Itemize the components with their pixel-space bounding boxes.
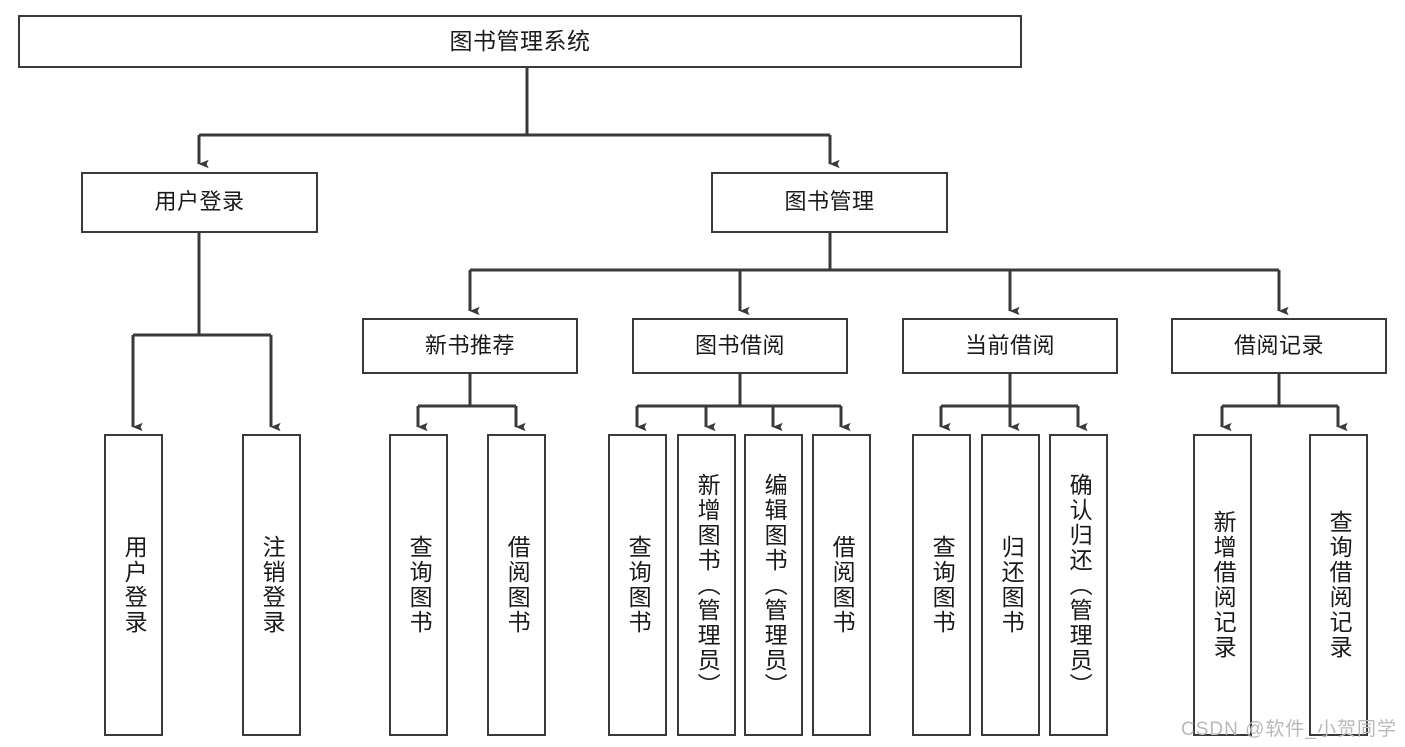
node-label: 借阅记录	[1233, 332, 1324, 358]
node-label: 借阅图书	[829, 535, 856, 635]
leaf-recommend-query-book[interactable]: 查询图书	[389, 434, 448, 736]
node-label: 新增借阅记录	[1210, 510, 1237, 660]
leaf-records-query-record[interactable]: 查询借阅记录	[1309, 434, 1368, 736]
node-user-login[interactable]: 用户登录	[81, 172, 318, 233]
node-label: 注销登录	[259, 535, 286, 635]
leaf-records-add-record[interactable]: 新增借阅记录	[1193, 434, 1252, 736]
node-label: 新增图书（管理员）	[694, 472, 721, 698]
node-current-borrow[interactable]: 当前借阅	[902, 318, 1118, 374]
leaf-current-query-book[interactable]: 查询图书	[912, 434, 971, 736]
node-label: 新书推荐	[424, 332, 515, 358]
node-new-book-recommend[interactable]: 新书推荐	[362, 318, 578, 374]
node-label: 查询图书	[625, 535, 652, 635]
node-label: 查询借阅记录	[1326, 510, 1353, 660]
node-label: 用户登录	[154, 189, 245, 215]
leaf-borrow-query-book[interactable]: 查询图书	[608, 434, 667, 736]
node-label: 图书管理	[784, 189, 875, 215]
node-book-borrow[interactable]: 图书借阅	[632, 318, 848, 374]
node-label: 查询图书	[929, 535, 956, 635]
leaf-current-return-book[interactable]: 归还图书	[981, 434, 1040, 736]
leaf-user-login-signout[interactable]: 注销登录	[242, 434, 301, 736]
watermark: CSDN @软件_小贺同学	[1181, 719, 1397, 740]
node-root-system[interactable]: 图书管理系统	[18, 15, 1022, 68]
node-label: 当前借阅	[964, 332, 1055, 358]
leaf-user-login-signin[interactable]: 用户登录	[104, 434, 163, 736]
node-label: 借阅图书	[504, 535, 531, 635]
node-label: 归还图书	[998, 535, 1025, 635]
leaf-borrow-borrow-book[interactable]: 借阅图书	[812, 434, 871, 736]
node-label: 图书管理系统	[449, 27, 591, 54]
node-label: 编辑图书（管理员）	[761, 472, 788, 698]
node-borrow-records[interactable]: 借阅记录	[1171, 318, 1387, 374]
node-label: 用户登录	[121, 535, 148, 635]
node-book-management[interactable]: 图书管理	[711, 172, 948, 233]
node-label: 确认归还（管理员）	[1066, 472, 1093, 698]
leaf-borrow-add-book-admin[interactable]: 新增图书（管理员）	[677, 434, 736, 736]
leaf-borrow-edit-book-admin[interactable]: 编辑图书（管理员）	[744, 434, 803, 736]
node-label: 图书借阅	[694, 332, 785, 358]
leaf-current-confirm-return-admin[interactable]: 确认归还（管理员）	[1049, 434, 1108, 736]
leaf-recommend-borrow-book[interactable]: 借阅图书	[487, 434, 546, 736]
node-label: 查询图书	[406, 535, 433, 635]
